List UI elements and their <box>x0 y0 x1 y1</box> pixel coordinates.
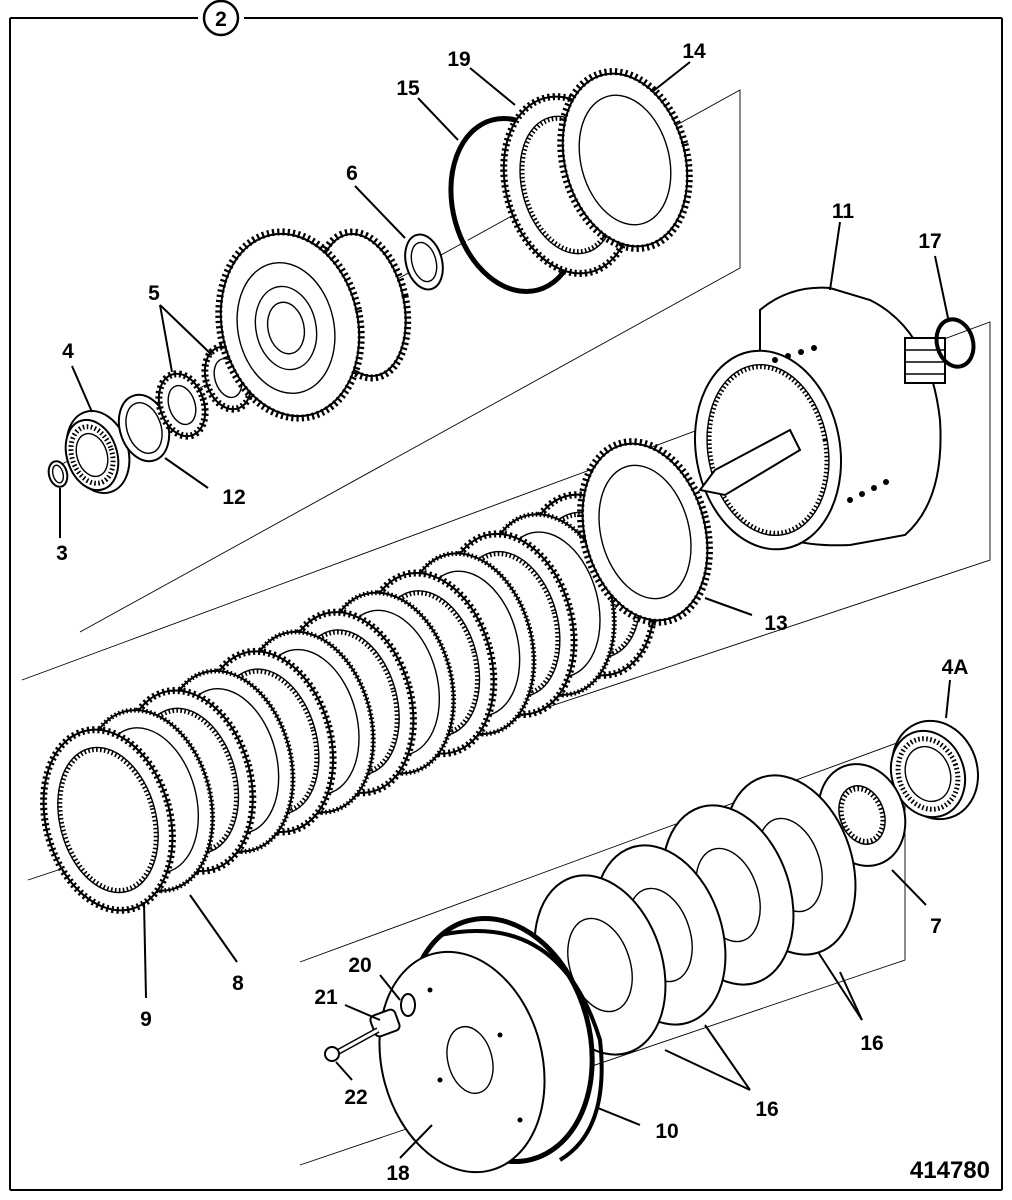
callout-21: 21 <box>314 986 338 1009</box>
seal-10 <box>439 929 604 1162</box>
bleed-valve-20-21-22 <box>324 993 416 1062</box>
thrust-washer-6 <box>404 233 444 291</box>
page-frame <box>9 17 1003 1191</box>
callout-17: 17 <box>918 230 941 253</box>
callout-11: 11 <box>832 200 855 223</box>
callout-7: 7 <box>930 915 942 938</box>
callout-8: 8 <box>232 972 244 995</box>
callout-16-lower: 16 <box>755 1098 778 1121</box>
callout-6: 6 <box>346 162 358 185</box>
piston-18 <box>378 915 595 1174</box>
callout-labels: 3 4 5 12 6 15 19 14 11 17 13 4A 7 8 9 16… <box>56 40 990 1185</box>
callout-13: 13 <box>764 612 787 635</box>
callout-16-upper: 16 <box>860 1032 883 1055</box>
callout-18: 18 <box>386 1162 410 1185</box>
sheet-number-badge: 2 <box>202 0 240 37</box>
gear-ring-14 <box>557 68 693 252</box>
callout-19: 19 <box>447 48 470 71</box>
clutch-pack-8-9 <box>40 491 658 914</box>
callout-22: 22 <box>344 1086 367 1109</box>
gear-cluster <box>215 228 412 422</box>
callout-9: 9 <box>140 1008 152 1031</box>
callout-12: 12 <box>222 486 245 509</box>
needle-bearing-5a <box>155 370 209 440</box>
seal-ring-17 <box>934 317 976 369</box>
leader-lines <box>59 61 951 1159</box>
snap-ring-3 <box>47 460 69 488</box>
callout-15: 15 <box>396 77 420 100</box>
callout-4: 4 <box>62 340 74 363</box>
callout-5: 5 <box>148 282 160 305</box>
clutch-drum-11 <box>693 286 946 551</box>
drawing-reference-number: 414780 <box>910 1157 990 1184</box>
callout-4a: 4A <box>942 656 969 679</box>
callout-3: 3 <box>56 542 68 565</box>
gear-ring-13 <box>577 438 713 626</box>
bearing-4 <box>64 409 131 495</box>
callout-10: 10 <box>655 1120 678 1143</box>
friction-plate <box>40 726 176 914</box>
svg-text:2: 2 <box>215 8 227 31</box>
bearing-4a <box>889 719 980 821</box>
callout-20: 20 <box>348 954 371 977</box>
callout-14: 14 <box>682 40 706 63</box>
